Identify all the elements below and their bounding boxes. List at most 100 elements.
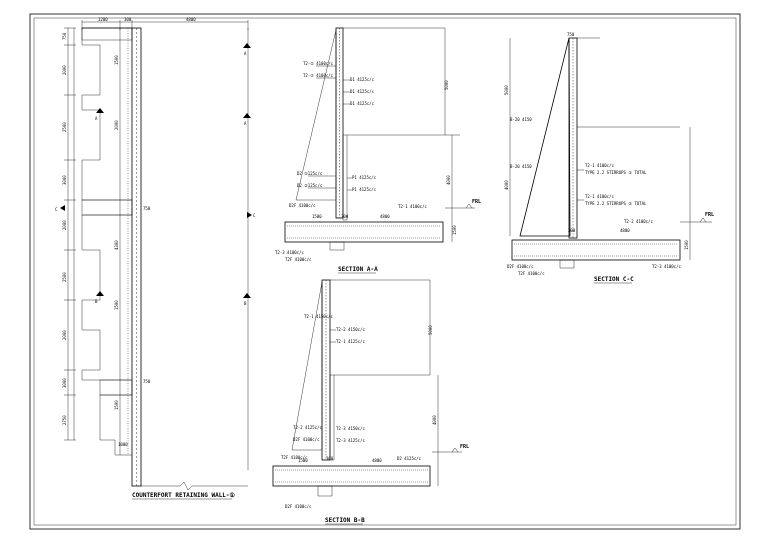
svg-text:T2-② 4100c/c: T2-② 4100c/c: [303, 73, 334, 78]
section-a: FRL 4000 5000 1500 4800 300 1500 T2-① 41…: [275, 27, 481, 274]
section-b-labels: T2-1 4150c/c T2-2 4150c/c T2-1 4125c/c T…: [281, 314, 422, 509]
svg-text:4000: 4000: [432, 415, 437, 425]
plan-wall-dim-1: 1500: [114, 55, 119, 65]
section-a-labels-right: D1 4125c/c D1 4125c/c D1 4125c/c P1 4125…: [343, 77, 427, 209]
svg-text:B: B: [95, 299, 98, 304]
svg-text:4000: 4000: [446, 175, 451, 185]
svg-text:T2-1 4100c/c: T2-1 4100c/c: [585, 194, 614, 199]
plan-left-dim-2: 2000: [62, 65, 67, 75]
plan-counterfort-3: [99, 379, 133, 396]
plan-small-dim-2: 750: [143, 379, 151, 384]
svg-text:TYPE 2.2 STIRRUPS ② TOTAL: TYPE 2.2 STIRRUPS ② TOTAL: [585, 201, 647, 206]
plan-dim-top-2: 300: [124, 17, 132, 22]
svg-text:T2-2 4150c/c: T2-2 4150c/c: [336, 327, 365, 332]
plan-wall-dim-3: 4300: [114, 240, 119, 250]
svg-text:1500: 1500: [684, 240, 689, 250]
plan-left-dim-6: 2500: [62, 272, 67, 282]
plan-wall-dim-5: 1500: [114, 400, 119, 410]
svg-text:A: A: [95, 116, 98, 121]
svg-text:C: C: [253, 213, 256, 218]
svg-text:T2-1 4100c/c: T2-1 4100c/c: [585, 163, 614, 168]
section-c: FRL 5000 4000 300 4800 1500 750 B-20 415…: [504, 32, 714, 284]
plan-section-markers: A B C A A B C: [55, 43, 256, 306]
svg-text:D1 4125c/c: D1 4125c/c: [350, 89, 375, 94]
svg-text:D2 ①125c/c: D2 ①125c/c: [297, 171, 323, 176]
svg-text:4800: 4800: [620, 228, 630, 233]
svg-text:FRL: FRL: [705, 212, 714, 218]
svg-text:5000: 5000: [444, 80, 449, 90]
svg-text:B-20 4150: B-20 4150: [510, 117, 532, 122]
svg-text:T2-3 4100c/c: T2-3 4100c/c: [275, 250, 304, 255]
svg-text:T2-3 4125c/c: T2-3 4125c/c: [336, 438, 365, 443]
svg-text:T2-2 4125c/c: T2-2 4125c/c: [293, 425, 322, 430]
plan-view: 1200 300 4800 750 2000 2: [55, 17, 256, 500]
svg-text:T2F 4100c/c: T2F 4100c/c: [518, 271, 545, 276]
svg-text:4800: 4800: [372, 458, 382, 463]
plan-left-dim-4: 3000: [62, 175, 67, 185]
plan-wall-dim-2: 2000: [114, 120, 119, 130]
svg-text:T2-3 4100c/c: T2-3 4100c/c: [652, 264, 681, 269]
section-c-base: [511, 239, 681, 261]
svg-text:C: C: [55, 207, 58, 212]
svg-text:A: A: [244, 121, 247, 126]
svg-text:4800: 4800: [380, 214, 390, 219]
plan-left-dim-9: 2750: [62, 415, 67, 425]
plan-small-dim-1: 750: [143, 206, 151, 211]
section-a-base: [284, 221, 444, 243]
plan-dim-top-1: 1200: [98, 17, 108, 22]
svg-text:300: 300: [341, 214, 349, 219]
svg-text:T2-1 4100c/c: T2-1 4100c/c: [398, 204, 427, 209]
svg-text:T2-① 4100c/c: T2-① 4100c/c: [303, 61, 334, 66]
svg-text:P1 4125c/c: P1 4125c/c: [352, 175, 377, 180]
svg-text:B: B: [244, 301, 247, 306]
section-a-labels-left: T2-① 4100c/c T2-② 4100c/c D2 ①125c/c D2 …: [275, 61, 336, 262]
svg-text:B-20 4150: B-20 4150: [510, 164, 532, 169]
inner-border: [33, 17, 737, 526]
plan-dim-top-3: 4800: [186, 17, 196, 22]
plan-wall-dim-4: 1500: [114, 300, 119, 310]
svg-text:300: 300: [568, 228, 576, 233]
plan-counterfort-2: [81, 199, 133, 216]
section-b: FRL 4000 5000 300 4800 1500 T2-1 4150c/c…: [272, 279, 469, 525]
svg-text:P1 4125c/c: P1 4125c/c: [352, 187, 377, 192]
plan-left-dim-5: 2000: [62, 220, 67, 230]
section-c-counterfort: [519, 37, 571, 237]
section-b-base: [272, 465, 431, 487]
plan-left-dim-1: 750: [62, 32, 67, 40]
plan-counterfort-1: [81, 27, 133, 41]
plan-left-dim-8: 3000: [62, 378, 67, 388]
svg-text:T2F 4100c/c: T2F 4100c/c: [285, 257, 312, 262]
plan-wall-dim-6: 1000: [118, 442, 128, 447]
svg-text:T2-3 4150c/c: T2-3 4150c/c: [336, 426, 365, 431]
svg-text:D2 4125c/c: D2 4125c/c: [397, 456, 422, 461]
svg-text:FRL: FRL: [472, 199, 481, 205]
svg-text:D1 4125c/c: D1 4125c/c: [350, 77, 375, 82]
svg-text:TYPE 2.2 STIRRUPS ① TOTAL: TYPE 2.2 STIRRUPS ① TOTAL: [585, 170, 647, 175]
outer-border: [29, 13, 741, 530]
svg-text:5000: 5000: [504, 85, 509, 95]
svg-text:D2F 4100c/c: D2F 4100c/c: [507, 264, 534, 269]
svg-text:1500: 1500: [452, 225, 457, 235]
plan-left-dim-7: 2000: [62, 330, 67, 340]
svg-text:750: 750: [567, 32, 575, 37]
svg-text:1500: 1500: [298, 458, 308, 463]
svg-text:A: A: [244, 51, 247, 56]
svg-text:D2F 4100c/c: D2F 4100c/c: [293, 437, 320, 442]
svg-text:1500: 1500: [312, 214, 322, 219]
svg-text:T2-1 4150c/c: T2-1 4150c/c: [304, 314, 333, 319]
section-c-labels: B-20 4150 B-20 4150 T2-1 4100c/c TYPE 2.…: [507, 117, 681, 276]
svg-text:T2-1 4125c/c: T2-1 4125c/c: [336, 339, 365, 344]
svg-text:D2F 4100c/c: D2F 4100c/c: [289, 203, 316, 208]
svg-text:FRL: FRL: [460, 444, 469, 450]
section-a-title: SECTION A-A: [338, 266, 378, 273]
svg-text:4000: 4000: [504, 180, 509, 190]
plan-title: COUNTERFORT RETAINING WALL-①: [132, 492, 236, 499]
svg-text:T2-2 4100c/c: T2-2 4100c/c: [624, 219, 653, 224]
section-b-title: SECTION B-B: [325, 517, 365, 524]
svg-text:300: 300: [326, 456, 334, 461]
svg-text:T2F 4100c/c: T2F 4100c/c: [281, 455, 308, 460]
section-c-title: SECTION C-C: [594, 276, 634, 283]
plan-left-dim-3: 2500: [62, 122, 67, 132]
